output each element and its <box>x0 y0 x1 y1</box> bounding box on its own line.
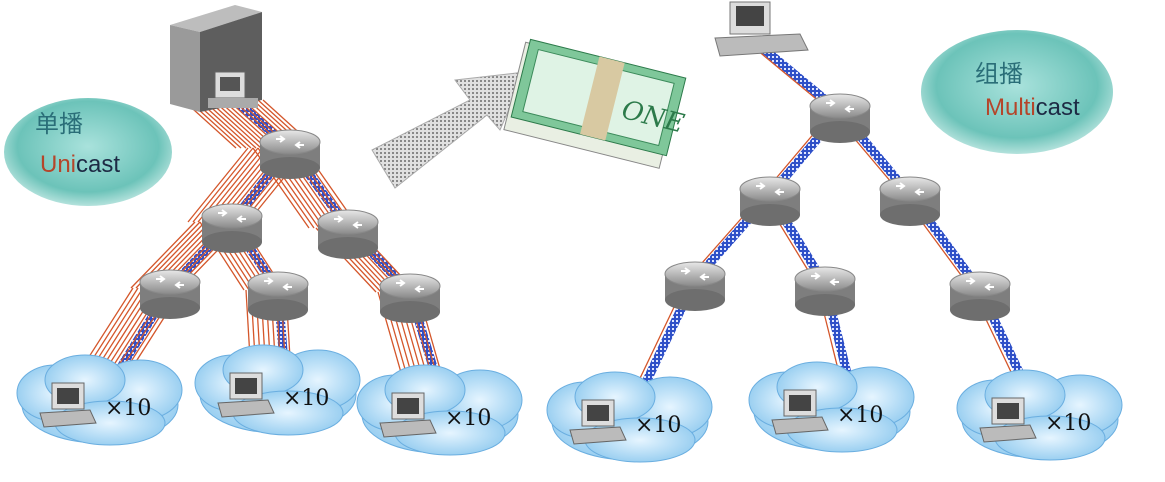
router-icon <box>201 203 263 253</box>
client-count-label: ×10 <box>1045 411 1091 436</box>
money-stack-icon: ONE <box>503 38 687 169</box>
client-cloud: ×10 <box>194 344 361 436</box>
multicast-bubble: 组播 Multicast <box>921 30 1113 154</box>
server-icon <box>170 5 262 112</box>
client-cloud: ×10 <box>748 361 915 453</box>
client-cloud: ×10 <box>356 364 523 456</box>
router-icon <box>379 273 441 323</box>
client-pc-icon <box>979 397 1037 443</box>
unicast-stream <box>130 221 196 289</box>
client-count-label: ×10 <box>445 406 491 431</box>
cost-arrow-icon <box>371 71 526 189</box>
multicast-label-accent: Multi <box>985 94 1036 121</box>
client-pc-icon <box>379 392 437 438</box>
multicast-label-rest: cast <box>1036 94 1080 121</box>
client-clouds: ×10 ×10 ×10 ×10 ×10 ×10 <box>16 344 1123 463</box>
router-icon <box>809 93 871 143</box>
router-icon <box>949 271 1011 321</box>
routers <box>139 93 1011 323</box>
source-pc-icon <box>714 1 809 57</box>
client-count-label: ×10 <box>105 396 151 421</box>
router-icon <box>259 129 321 179</box>
client-cloud: ×10 <box>546 371 713 463</box>
multicast-label: Multicast <box>985 94 1080 121</box>
client-count-label: ×10 <box>635 413 681 438</box>
client-pc-icon <box>217 372 275 418</box>
router-icon <box>739 176 801 226</box>
unicast-label-accent: Uni <box>40 151 76 178</box>
unicast-stream <box>187 147 249 223</box>
multicast-title-cn: 组播 <box>975 60 1023 88</box>
unicast-label-rest: cast <box>76 151 120 178</box>
client-cloud: ×10 <box>956 369 1123 461</box>
router-icon <box>247 271 309 321</box>
router-icon <box>664 261 726 311</box>
client-pc-icon <box>569 399 627 445</box>
unicast-title-cn: 单播 <box>35 110 83 138</box>
client-count-label: ×10 <box>283 386 329 411</box>
unicast-stream <box>192 147 254 223</box>
client-count-label: ×10 <box>837 403 883 428</box>
router-icon <box>317 209 379 259</box>
client-pc-icon <box>771 389 829 435</box>
router-icon <box>879 176 941 226</box>
router-icon <box>139 269 201 319</box>
unicast-label: Unicast <box>40 151 120 178</box>
unicast-bubble: 单播 Unicast <box>4 98 172 206</box>
client-cloud: ×10 <box>16 354 183 446</box>
client-pc-icon <box>39 382 97 428</box>
router-icon <box>794 266 856 316</box>
